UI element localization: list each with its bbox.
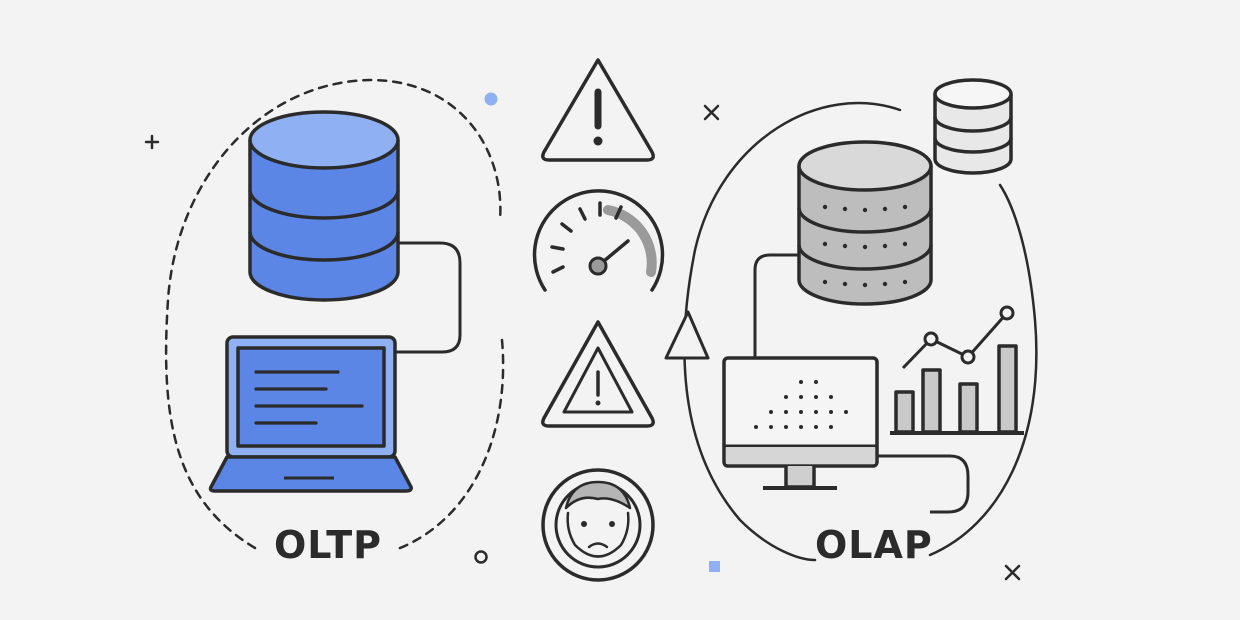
database-icon <box>248 110 400 302</box>
olap-connector-line <box>753 253 799 358</box>
plus-sparkle-icon <box>144 134 160 150</box>
dot-sparkle-icon <box>484 92 498 106</box>
oltp-group <box>164 78 505 552</box>
olap-outline <box>928 183 1038 557</box>
decorative-marks <box>144 104 1021 581</box>
sad-face-icon <box>541 468 655 582</box>
monitor-icon <box>722 356 879 490</box>
triangle-marker-icon <box>664 310 710 360</box>
oltp-connector-line <box>396 241 462 354</box>
database-small-icon <box>933 78 1013 175</box>
olap-bottom-connector <box>877 454 970 514</box>
olap-label: OLAP <box>815 523 933 567</box>
square-sparkle-icon <box>709 561 720 572</box>
warning-icon <box>541 58 655 162</box>
bar-chart-icon <box>890 305 1024 435</box>
warning-small-icon <box>541 320 655 428</box>
olap-group <box>664 78 1038 562</box>
oltp-dashed-outline <box>164 78 502 550</box>
laptop-icon <box>208 335 413 493</box>
database-icon <box>797 140 933 306</box>
ring-sparkle-icon <box>474 550 488 564</box>
x-sparkle-icon <box>1004 564 1021 581</box>
oltp-label: OLTP <box>274 523 382 567</box>
oltp-dashed-outline-right <box>393 338 505 552</box>
speedometer-icon <box>532 189 665 292</box>
x-sparkle-icon <box>703 104 720 121</box>
middle-issues-column <box>532 58 665 582</box>
